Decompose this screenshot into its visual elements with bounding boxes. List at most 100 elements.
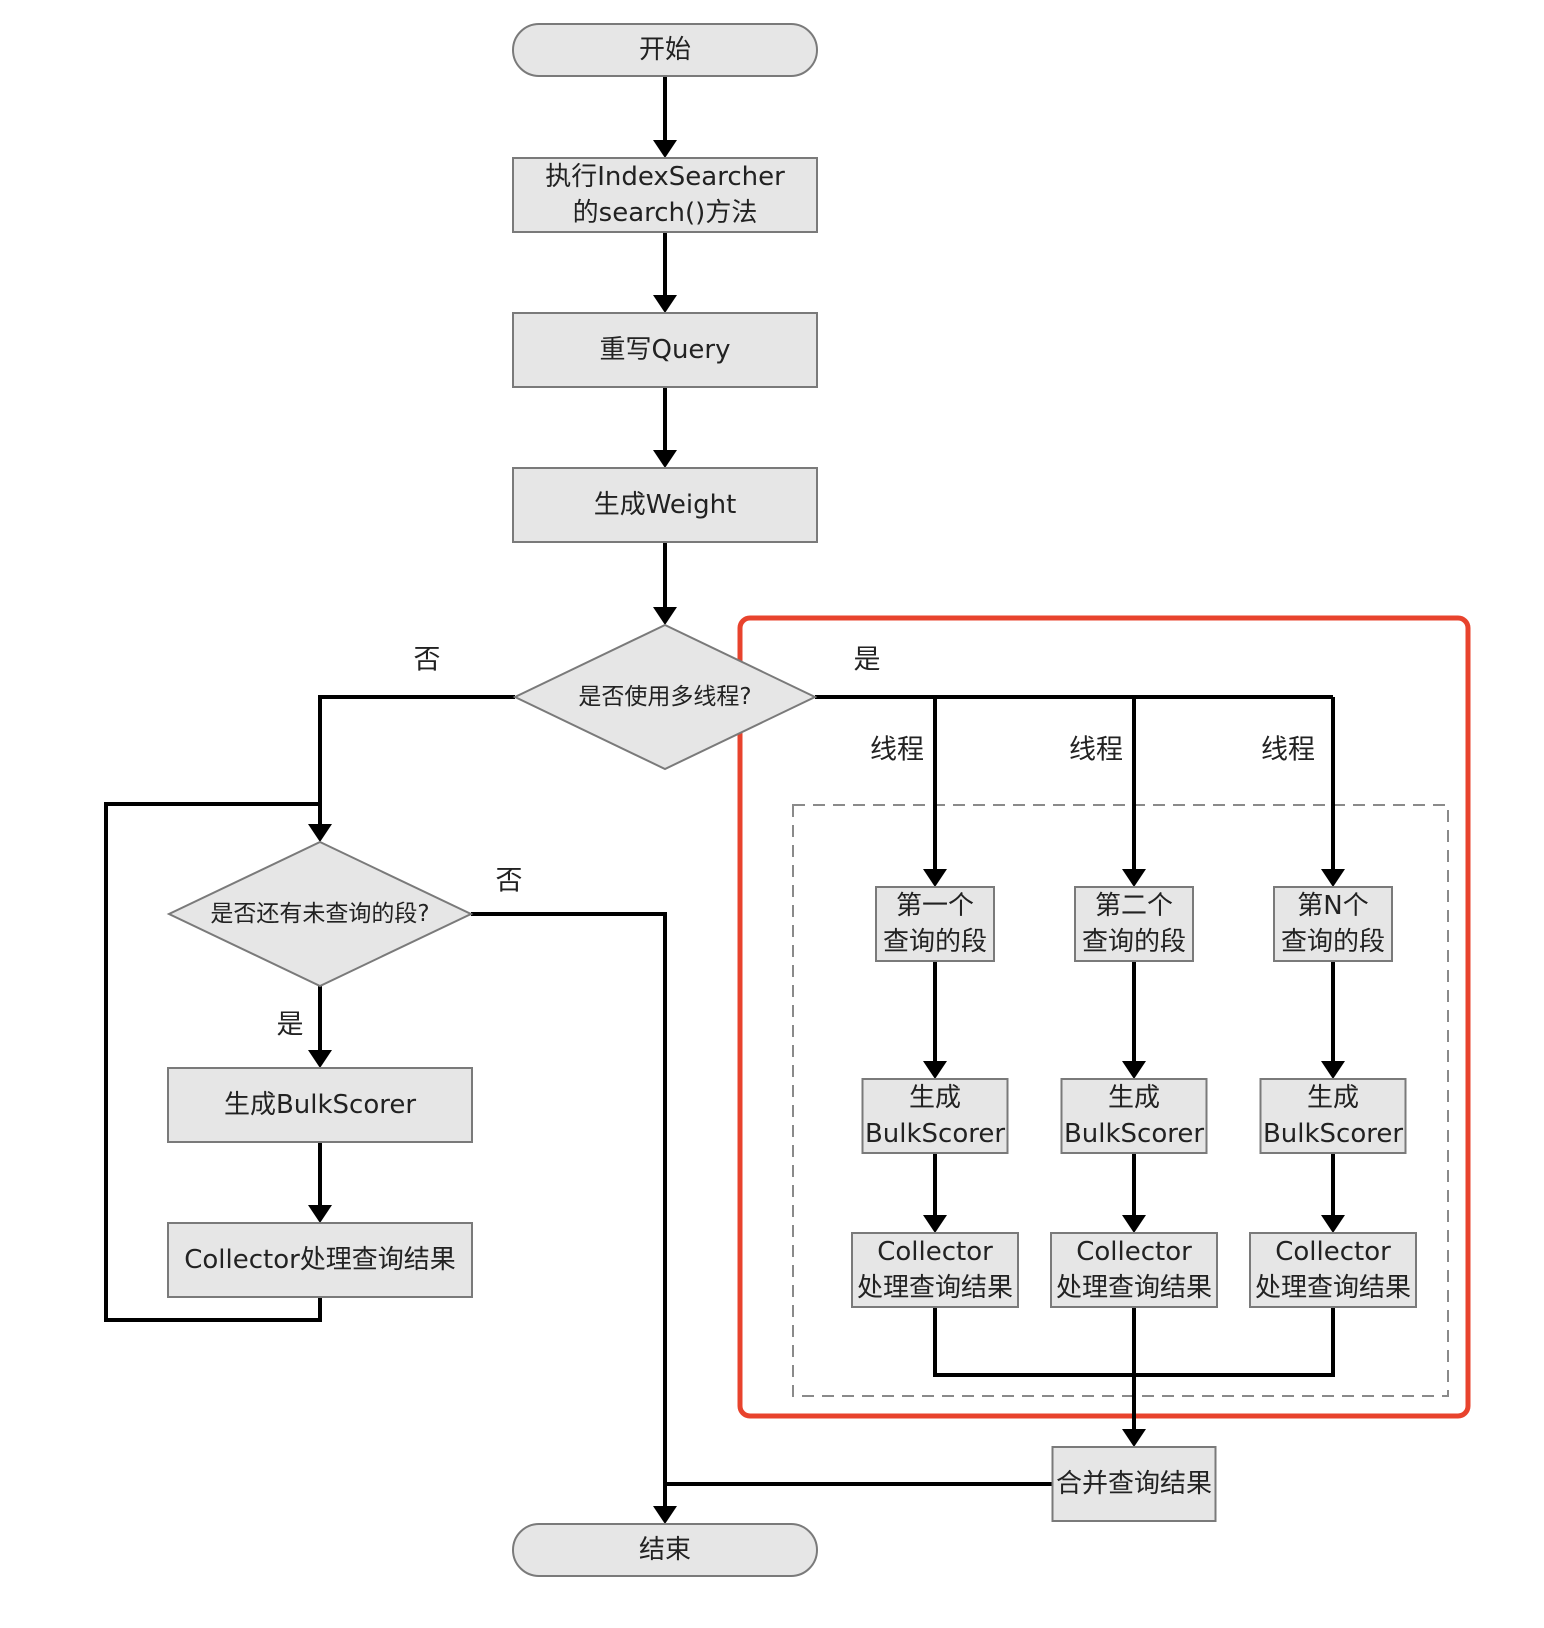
edge-20 [104,802,322,1322]
node-label: 处理查询结果 [857,1273,1013,1303]
arrow-head [653,607,677,625]
node-decision [512,623,818,771]
node-bulk-2: 生成 BulkScorer [1060,1078,1208,1154]
node-end: 结束 [512,1523,818,1577]
arrow-head [653,140,677,158]
node-box [1249,1232,1417,1308]
edge-label-thread-2: 线程 [1069,735,1123,766]
node-coll-1: Collector 处理查询结果 [851,1232,1019,1308]
node-box [1259,1078,1407,1154]
arrow-head [308,824,332,842]
node-collector-single: Collector处理查询结果 [167,1222,473,1298]
node-label: BulkScorer [865,1119,1005,1149]
node-label: 是否还有未查询的段? [210,901,429,927]
node-label: 处理查询结果 [1056,1273,1212,1303]
node-box [861,1078,1009,1154]
arrow-head [653,1506,677,1524]
node-more-segments: 是否还有未查询的段? [166,840,474,988]
node-box [167,1067,473,1143]
arrow-head [1321,869,1345,887]
arrow-head [1122,869,1146,887]
node-terminal [512,23,818,77]
node-bulk-n: 生成 BulkScorer [1259,1078,1407,1154]
node-box [851,1232,1019,1308]
edge-label-segments-no: 否 [496,866,523,897]
node-label: BulkScorer [1263,1119,1403,1149]
edges [104,76,1345,1524]
node-bulk-1: 生成 BulkScorer [861,1078,1009,1154]
arrow-head [308,1205,332,1223]
node-box [512,157,818,233]
arrow-head [653,295,677,313]
node-label: 查询的段 [883,927,987,957]
node-label: 生成 [1108,1083,1160,1113]
node-gen-bulk: 生成BulkScorer [167,1067,473,1143]
node-box [512,467,818,543]
node-box [1051,1446,1217,1522]
node-coll-n: Collector 处理查询结果 [1249,1232,1417,1308]
edge-labels: 否是线程线程线程否是 [277,645,1316,1041]
node-label: 生成BulkScorer [224,1090,416,1120]
node-label: 是否使用多线程? [578,684,751,710]
node-rewrite: 重写Query [512,312,818,388]
node-label: 查询的段 [1082,927,1186,957]
node-start: 开始 [512,23,818,77]
node-exec-search: 执行IndexSearcher 的search()方法 [512,157,818,233]
node-merge: 合并查询结果 [1051,1446,1217,1522]
node-label: 生成 [1307,1083,1359,1113]
edge-label-segments-yes: 是 [277,1010,304,1041]
multithread-highlight-frame [737,615,1471,1419]
node-label: 生成Weight [594,490,737,520]
node-label: Collector [877,1237,993,1267]
edge-21 [471,912,667,1512]
node-label: Collector [1275,1237,1391,1267]
node-box [1273,886,1393,962]
node-label: BulkScorer [1064,1119,1204,1149]
node-box [167,1222,473,1298]
node-terminal [512,1523,818,1577]
node-label: 开始 [639,35,691,65]
arrow-head [653,450,677,468]
node-coll-2: Collector 处理查询结果 [1050,1232,1218,1308]
node-label: 生成 [909,1083,961,1113]
edge-label-multi-no: 否 [414,645,441,676]
node-box [1050,1232,1218,1308]
node-multi-thread: 是否使用多线程? [512,623,818,771]
node-gen-weight: 生成Weight [512,467,818,543]
edge-4 [318,695,515,830]
node-label: 结束 [639,1535,691,1565]
node-label: 第一个 [896,891,974,921]
node-label: 合并查询结果 [1056,1469,1212,1499]
arrow-head [923,1215,947,1233]
node-label: 第N个 [1297,891,1368,921]
node-label: 重写Query [599,335,730,365]
edge-label-thread-n: 线程 [1261,735,1315,766]
node-label: 的search()方法 [573,198,758,228]
node-box [1074,886,1194,962]
node-box [512,312,818,388]
arrow-head [1122,1215,1146,1233]
node-decision [166,840,474,988]
node-label: Collector处理查询结果 [184,1245,456,1275]
parallel-segments-group [792,804,1449,1397]
node-box [1060,1078,1208,1154]
arrow-head [923,1061,947,1079]
arrow-head [923,869,947,887]
node-label: 第二个 [1095,891,1173,921]
node-label: Collector [1076,1237,1192,1267]
edge-label-multi-yes: 是 [854,645,881,676]
arrow-head [1321,1061,1345,1079]
arrow-head [1122,1429,1146,1447]
node-label: 执行IndexSearcher [545,162,785,192]
edge-label-thread-1: 线程 [870,735,924,766]
arrow-head [1321,1215,1345,1233]
arrow-head [1122,1061,1146,1079]
node-label: 处理查询结果 [1255,1273,1411,1303]
node-label: 查询的段 [1281,927,1385,957]
arrow-head [308,1050,332,1068]
